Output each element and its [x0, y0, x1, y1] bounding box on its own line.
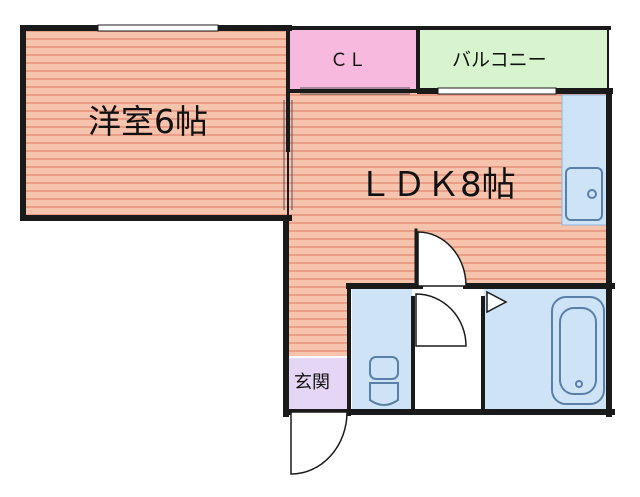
sink-drain-icon: [587, 189, 597, 199]
western-room-label: 洋室6帖: [88, 102, 208, 141]
sink-icon: [565, 167, 603, 221]
balcony: [419, 30, 607, 90]
windows: [97, 24, 557, 95]
window-balcony: [437, 87, 557, 95]
entrance: [289, 358, 349, 410]
western-room: [25, 30, 287, 215]
entrance-label: 玄関: [294, 372, 330, 393]
door-arrow-icon: [486, 290, 508, 314]
ldk-label: ＬＤＫ8帖: [358, 165, 516, 205]
closet: [289, 30, 417, 90]
ldk-room-lower: [289, 286, 349, 356]
bathtub-icon: [551, 296, 605, 405]
sliding-door-marks: [283, 87, 410, 210]
door-swing-wash: [415, 293, 467, 347]
closet-label: ＣＬ: [330, 50, 366, 71]
door-swing-entrance: [290, 411, 348, 475]
door-swings: [290, 231, 467, 475]
window-top-western: [97, 24, 219, 32]
balcony-label: バルコニー: [452, 49, 547, 71]
toilet-icon: [369, 356, 399, 406]
door-swing-ldk: [417, 231, 467, 287]
